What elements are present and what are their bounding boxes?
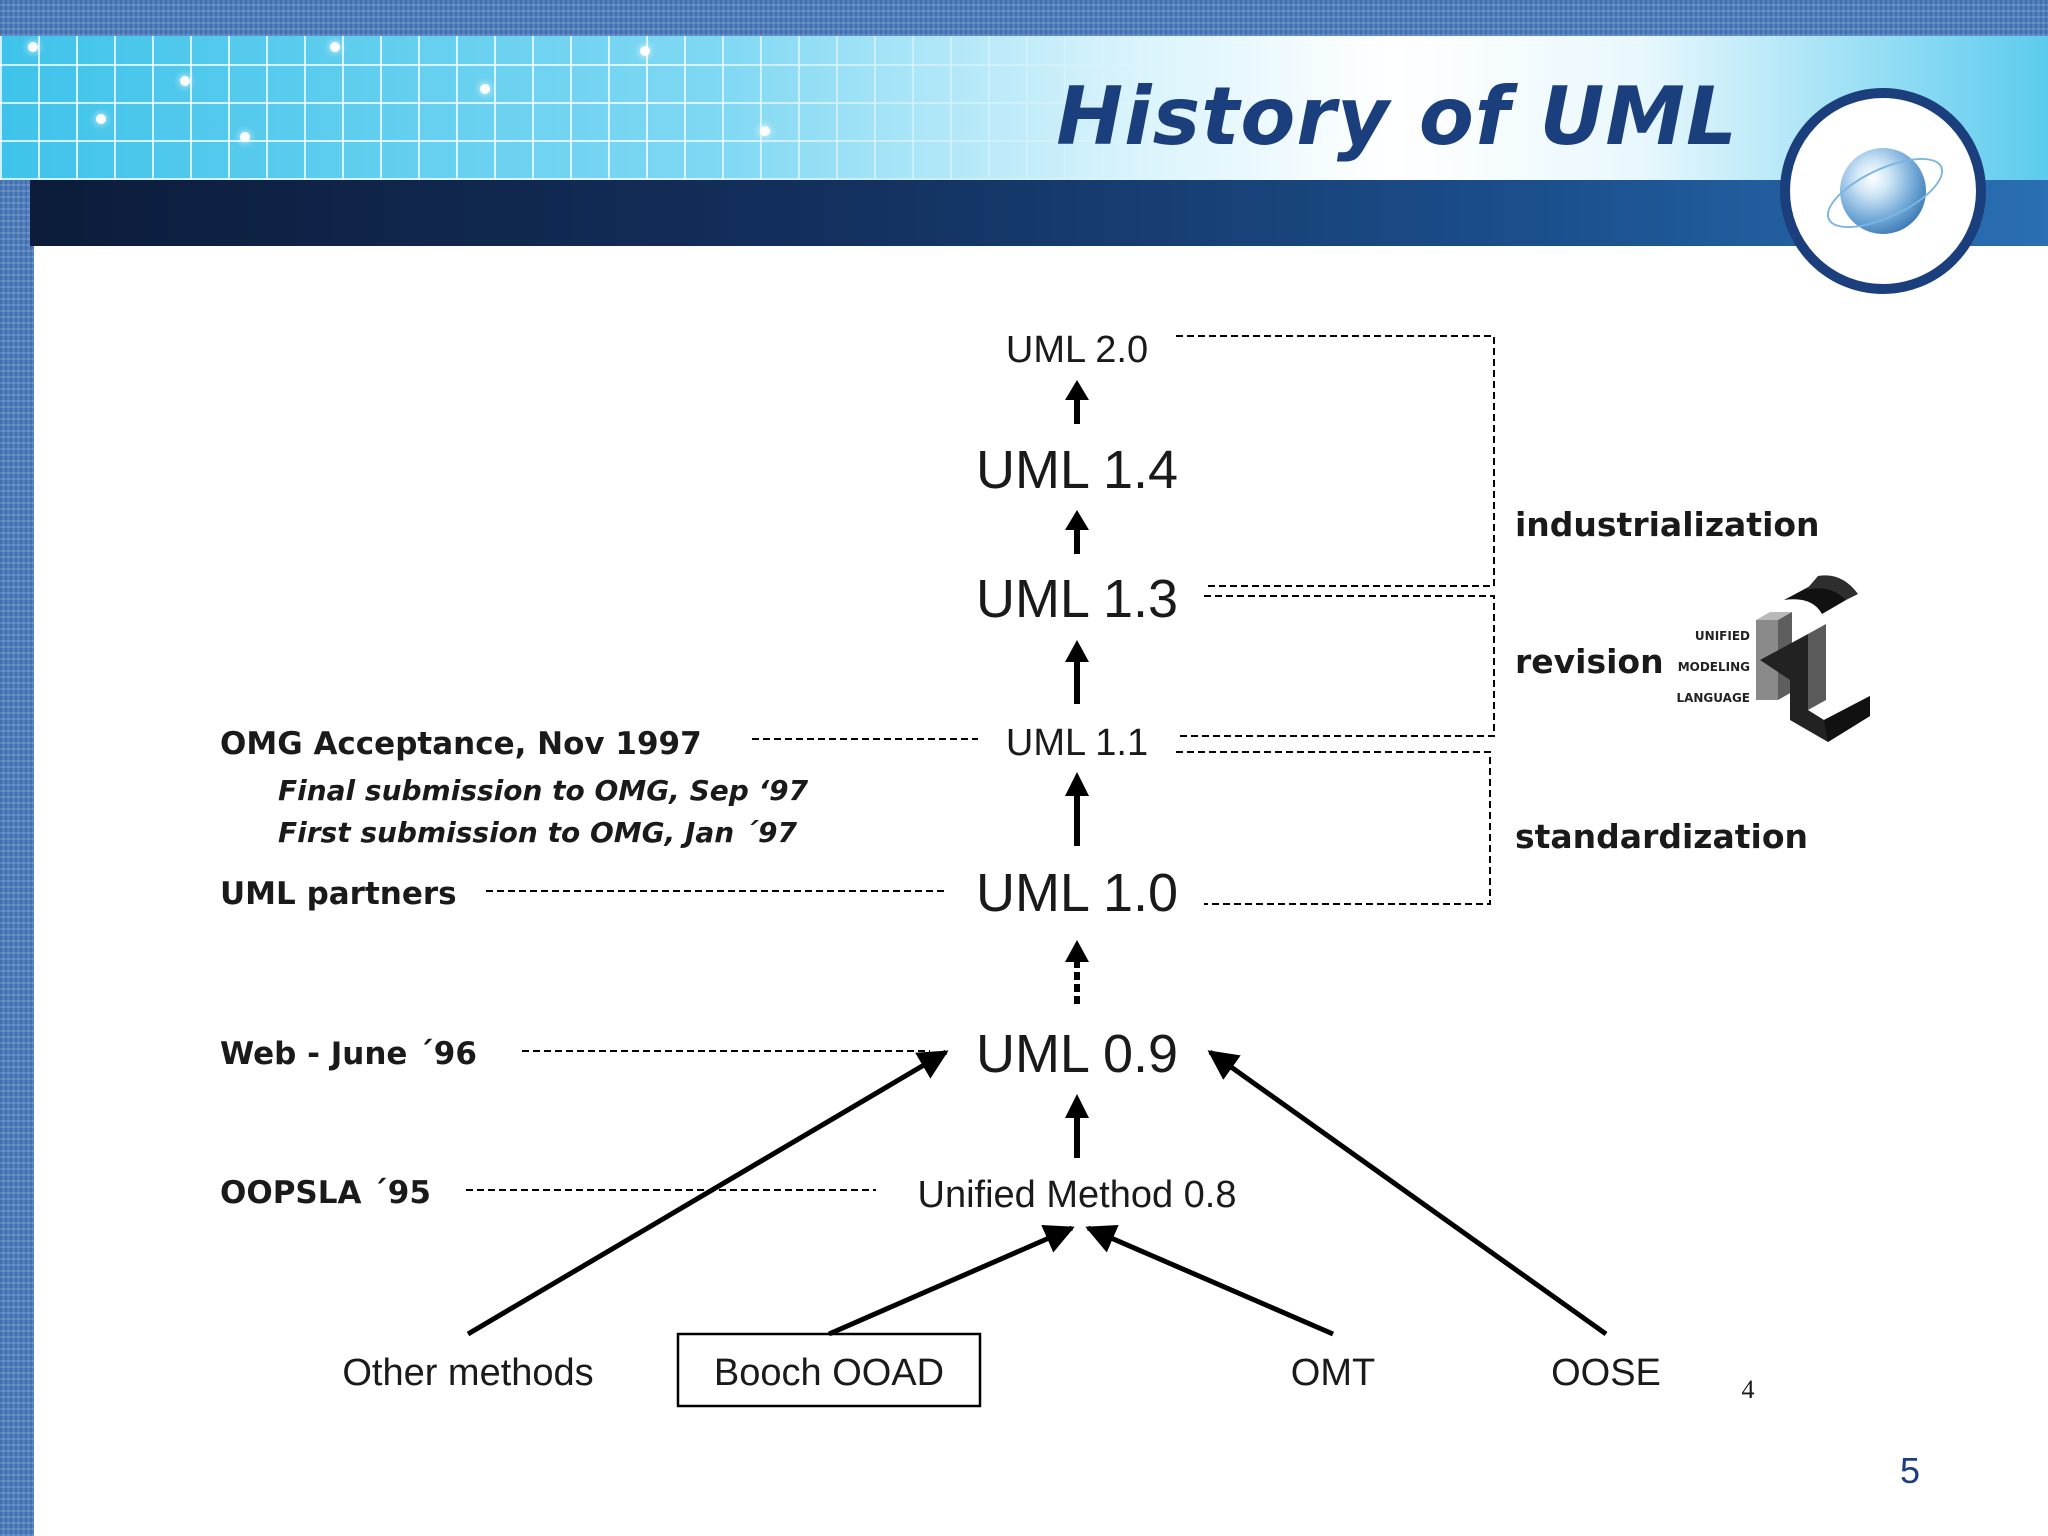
web-june-96-label: Web - June ´96 [220,1036,477,1072]
arrow-omt-to-0-8 [1085,1224,1334,1337]
uml-logo-line-modeling: MODELING [1678,660,1750,674]
slide-content-area [34,246,2048,1536]
revision-bracket [1176,595,1495,737]
omt-label: OMT [1291,1352,1375,1394]
industrialization-label: industrialization [1515,505,1820,544]
slide-number: 5 [1900,1450,1921,1491]
header-grid-dot [330,42,340,52]
merge-arrows [466,1049,1608,1337]
event-connectors [466,738,978,1191]
oose-label: OOSE [1551,1352,1661,1394]
standardization-bracket [1176,751,1491,905]
footnote-number: 4 [1742,1375,1755,1404]
arrow-1-0-to-1-1 [1065,772,1089,846]
uml-logo-line-language: LANGUAGE [1676,691,1750,705]
uml-logo-u-shape [1784,584,1846,614]
first-submission-label: First submission to OMG, Jan ´97 [278,816,797,849]
final-submission-label: Final submission to OMG, Sep ‘97 [278,774,809,807]
arrow-oose-to-0-9 [1207,1049,1608,1337]
header-dark-bar [30,180,2048,246]
arrow-other-to-0-9 [466,1049,949,1337]
uml-1-3-label: UML 1.3 [976,569,1178,629]
header-grid-dot [640,46,650,56]
dotted-arrow-0-9-to-1-0 [1065,940,1089,1004]
oopsla-95-label: OOPSLA ´95 [220,1175,431,1211]
globe-logo [1780,88,1986,294]
uml-1-0-label: UML 1.0 [976,863,1178,923]
standardization-label: standardization [1515,817,1808,856]
uml-logo-line-unified: UNIFIED [1695,629,1750,643]
header-grid-dot [480,84,490,94]
header-grid-dot [180,76,190,86]
booch-ooad-label: Booch OOAD [714,1352,944,1394]
arrow-1-1-to-1-3 [1065,640,1089,704]
arrow-1-4-to-2-0 [1065,380,1089,424]
revision-label: revision [1515,642,1664,681]
header-grid-dot [96,114,106,124]
header-grid-dot [760,126,770,136]
uml-1-4-label: UML 1.4 [976,440,1178,500]
arrow-1-3-to-1-4 [1065,510,1089,554]
header-band [0,36,2048,180]
other-methods-label: Other methods [342,1352,593,1394]
uml-2-0-label: UML 2.0 [1006,329,1148,371]
globe-icon [1840,148,1926,234]
omg-acceptance-label: OMG Acceptance, Nov 1997 [220,726,702,762]
arrow-booch-to-0-8 [828,1225,1075,1337]
arrow-0-8-to-0-9 [1065,1094,1089,1158]
version-arrows [1065,380,1089,1158]
header-grid-dot [28,42,38,52]
uml-1-1-label: UML 1.1 [1006,722,1148,764]
header-grid-pattern [0,36,1200,180]
industrialization-bracket [1176,335,1495,587]
unified-method-0-8-label: Unified Method 0.8 [918,1174,1237,1216]
header-grid-dot [240,132,250,142]
slide-title: History of UML [1056,70,1738,163]
uml-partners-label: UML partners [220,876,457,912]
uml-0-9-label: UML 0.9 [976,1024,1178,1084]
phase-brackets [1176,335,1495,905]
uml-logo: UNIFIED MODELING LANGUAGE [1676,575,1870,742]
